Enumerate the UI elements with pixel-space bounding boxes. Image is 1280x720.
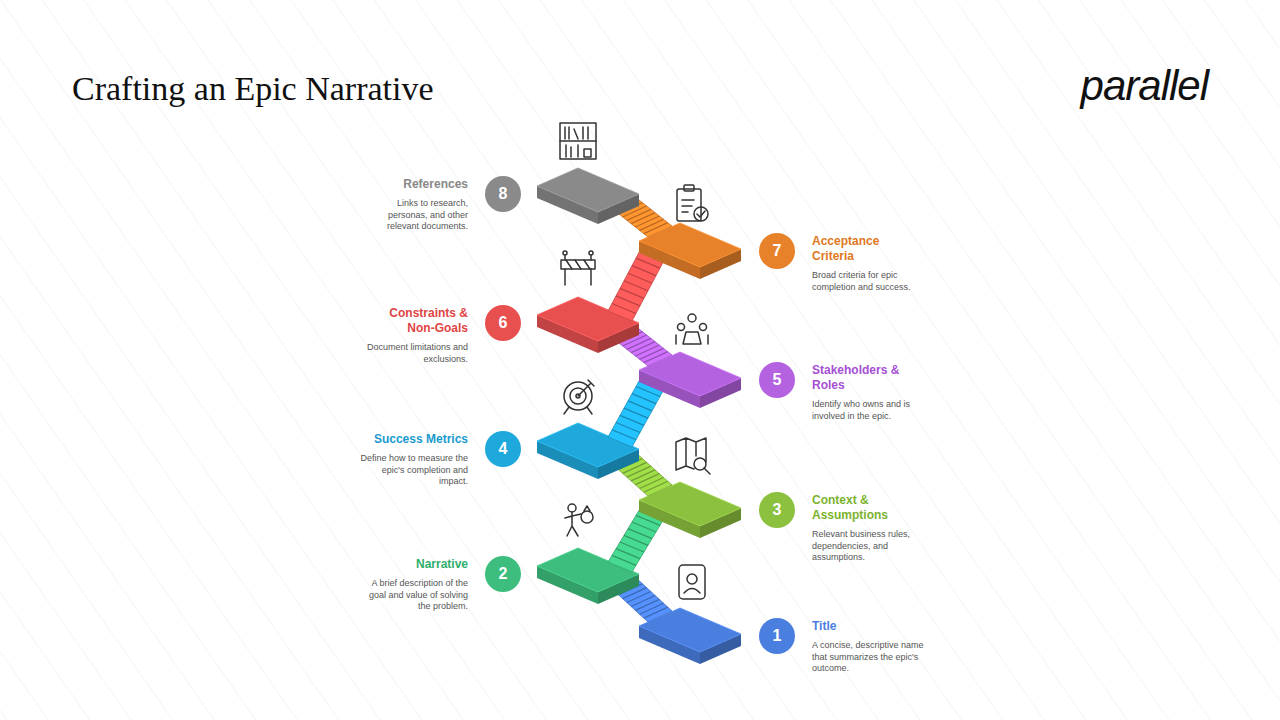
- step-description: Identify who owns and is involved in the…: [812, 399, 924, 422]
- step-text: Narrative A brief description of the goal…: [356, 556, 468, 613]
- stair-step: [620, 542, 644, 552]
- stair-step: [624, 408, 648, 418]
- step-number-circle: 8: [485, 176, 521, 212]
- step-text: Acceptance CriteriaBroad criteria for ep…: [812, 233, 924, 293]
- step-item: 3 Context & AssumptionsRelevant business …: [759, 492, 924, 564]
- step-number-circle: 5: [759, 362, 795, 398]
- stair-step: [612, 303, 636, 313]
- target-icon: [564, 380, 594, 414]
- stair-step: [627, 209, 651, 220]
- stair-step: [620, 415, 644, 425]
- step-item: 1 Title A concise, descriptive name that s…: [759, 618, 924, 675]
- stair-step: [631, 470, 655, 481]
- step-heading: References: [368, 177, 468, 192]
- step-description: A brief description of the goal and valu…: [356, 578, 468, 613]
- stair-step: [635, 216, 659, 227]
- step-text: Context & AssumptionsRelevant business r…: [812, 492, 924, 564]
- staircase: [537, 168, 741, 664]
- stair-step: [612, 555, 636, 565]
- stair-step: [631, 595, 655, 606]
- step-heading: Stakeholders & Roles: [812, 363, 912, 393]
- team-icon: [676, 314, 708, 344]
- stair-step: [631, 342, 655, 353]
- step-item: 5 Stakeholders & RolesIdentify who owns a…: [759, 362, 924, 422]
- barrier-icon: [561, 251, 595, 285]
- step-heading: Narrative: [368, 557, 468, 572]
- stair-step: [612, 430, 636, 440]
- step-text: Success MetricsDefine how to measure the…: [356, 431, 468, 488]
- stair-step: [616, 549, 640, 559]
- icons: [560, 123, 710, 599]
- step-number-circle: 2: [485, 556, 521, 592]
- step-text: Stakeholders & RolesIdentify who owns an…: [812, 362, 924, 422]
- step-text: ReferencesLinks to research, personas, a…: [356, 176, 468, 233]
- step-heading: Constraints & Non-Goals: [368, 306, 468, 336]
- stair-step: [628, 401, 652, 411]
- step-number-circle: 6: [485, 305, 521, 341]
- brand-logo: parallel: [1081, 62, 1208, 110]
- step-description: Broad criteria for epic completion and s…: [812, 270, 924, 293]
- stair-step: [624, 535, 648, 545]
- step-text: Constraints & Non-GoalsDocument limitati…: [356, 305, 468, 365]
- stair-step: [640, 477, 664, 488]
- stair-step: [620, 288, 644, 298]
- bookshelf-icon: [560, 123, 596, 159]
- stair-step: [644, 607, 668, 618]
- step-item: 7 Acceptance CriteriaBroad criteria for e…: [759, 233, 924, 293]
- step-number-circle: 4: [485, 431, 521, 467]
- map-icon: [676, 438, 710, 474]
- step-number-circle: 3: [759, 492, 795, 528]
- step-description: A concise, descriptive name that summari…: [812, 640, 924, 675]
- step-description: Links to research, personas, and other r…: [356, 198, 468, 233]
- stair-step: [640, 603, 664, 614]
- stair-step: [632, 394, 656, 404]
- step-description: Define how to measure the epic's complet…: [356, 453, 468, 488]
- stair-step: [635, 474, 659, 485]
- step-number-circle: 1: [759, 618, 795, 654]
- stair-step: [640, 348, 664, 359]
- step-heading: Success Metrics: [368, 432, 468, 447]
- stair-step: [635, 345, 659, 356]
- step-number-circle: 7: [759, 233, 795, 269]
- step-item: 4 Success MetricsDefine how to measure th…: [356, 431, 521, 488]
- platform-top: [537, 168, 639, 212]
- step-text: Title A concise, descriptive name that su…: [812, 618, 924, 675]
- clipboard-icon: [677, 185, 708, 221]
- stair-step: [628, 529, 652, 539]
- stair-step: [616, 296, 640, 306]
- stair-step: [624, 281, 648, 291]
- step-item: 6 Constraints & Non-GoalsDocument limitat…: [356, 305, 521, 365]
- stair-step: [640, 219, 664, 230]
- page-title: Crafting an Epic Narrative: [72, 70, 434, 108]
- stair-step: [627, 466, 651, 477]
- step-item: 8 ReferencesLinks to research, personas, …: [356, 176, 521, 233]
- step-description: Document limitations and exclusions.: [356, 342, 468, 365]
- stair-step: [632, 522, 656, 532]
- stair-step: [616, 423, 640, 433]
- stair-step: [644, 223, 668, 234]
- stair-step: [644, 352, 668, 363]
- step-item: 2 Narrative A brief description of the goa…: [356, 556, 521, 613]
- stair-step: [628, 273, 652, 283]
- step-heading: Context & Assumptions: [812, 493, 912, 523]
- step-heading: Title: [812, 619, 912, 634]
- stair-step: [631, 213, 655, 224]
- stair-step: [644, 481, 668, 492]
- stair-step: [632, 266, 656, 276]
- badge-icon: [679, 565, 705, 599]
- stair-step: [635, 599, 659, 610]
- stair-step: [627, 338, 651, 349]
- step-description: Relevant business rules, dependencies, a…: [812, 529, 924, 564]
- person-icon: [565, 504, 593, 536]
- stair-step: [627, 592, 651, 603]
- step-heading: Acceptance Criteria: [812, 234, 912, 264]
